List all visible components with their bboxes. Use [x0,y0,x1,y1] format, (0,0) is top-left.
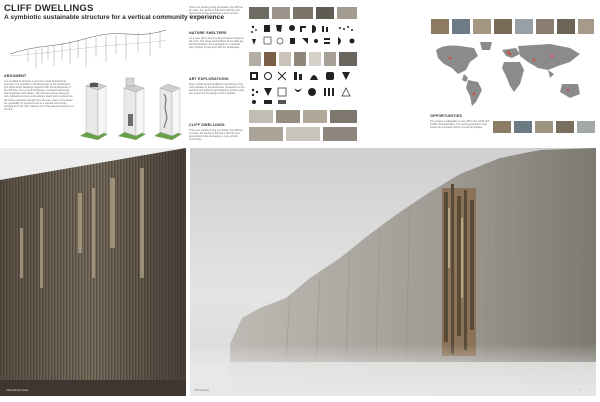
art-pattern-icons [250,71,351,104]
cliff-photo [302,109,328,124]
reference-photo [248,6,270,20]
world-map [436,42,580,106]
cliff-photo [329,109,358,124]
cliff-render-caption: Cliff Dwellings [194,389,209,392]
art-explorations-heading: ART EXPLORATIONS [189,77,229,81]
location-photo [514,18,534,35]
cliff-render-image [190,148,596,396]
reference-photo [315,6,335,20]
dwelling-structure [442,184,476,356]
location-photo [472,18,492,35]
location-photo [577,18,595,35]
facade-render-image [0,148,186,396]
art-photo [338,51,358,67]
nature-shelters-heading: NATURE SHELTERS [189,31,227,35]
cliff-photo [275,109,301,124]
cliff-photo [285,126,321,142]
nature-shelters-text: As a man, life is found in the primitive… [189,37,245,50]
shelter-pattern-icons [251,25,355,45]
opportunity-photo [492,120,512,134]
art-photo [308,51,322,67]
page-title: CLIFF DWELLINGS [4,3,94,14]
art-photo [263,51,277,67]
opportunity-photo [555,120,575,134]
opportunities-text: The project is adaptable to any cliff in… [430,120,490,130]
opportunities-heading: OPPORTUNITIES [430,114,462,118]
cliff-photo [248,109,274,124]
reference-image-grid [248,6,368,146]
location-photo [556,18,576,35]
art-photo [323,51,337,67]
page-subtitle: A symbiotic sustainable structure for a … [4,14,224,21]
reference-photo [271,6,291,20]
facade-render-caption: Cliff dwellings facade [6,389,29,392]
location-photo [451,18,471,35]
cliff-profile-sketch [9,29,167,68]
cliff-photo [248,126,284,142]
argument-text: Is it possible to develop a new from pri… [4,80,74,111]
reference-photo [292,6,314,20]
art-photo [248,51,262,67]
argument-heading: ARGUMENT [4,74,27,78]
opportunity-photo [534,120,554,134]
cliff-photo [322,126,358,142]
cliff-dwellings-text: This is an exciting living symbiosis: th… [189,129,243,142]
art-photo [293,51,307,67]
opportunity-photo [513,120,533,134]
reference-photo [336,6,358,20]
intro-text: This is an exciting living symbiosis: th… [189,6,243,19]
location-photo [493,18,513,35]
page-number: 1 [580,389,582,392]
location-photo-strip [430,18,596,36]
opportunity-photo [576,120,596,134]
location-photo [535,18,555,35]
art-explorations-text: Many artists explored different structur… [189,83,245,96]
art-photo [278,51,292,67]
location-photo [430,18,450,35]
cliff-dwellings-heading: CLIFF DWELLINGS [189,123,225,127]
opportunity-photo-strip [492,120,596,142]
axonometric-models [80,77,182,140]
